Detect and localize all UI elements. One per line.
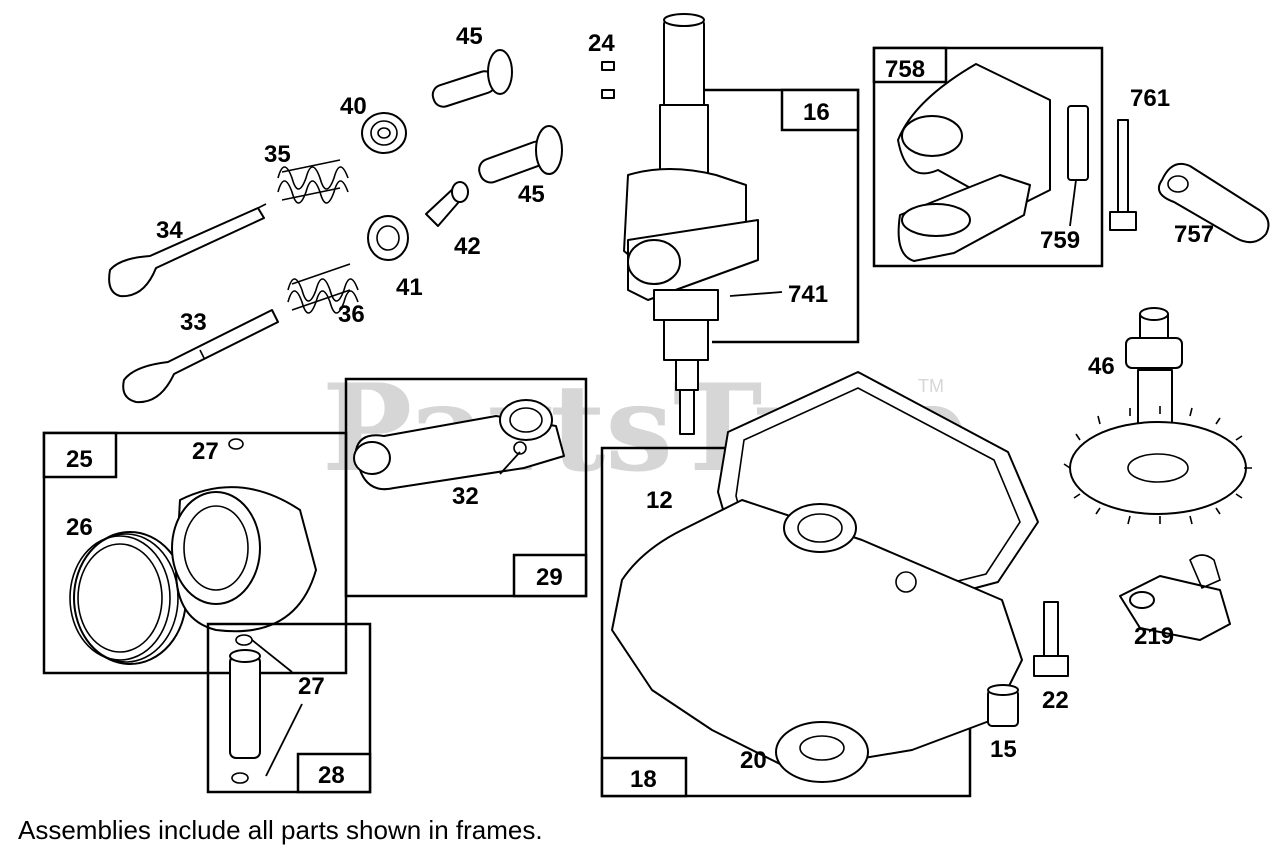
part-label-759: 759 [1040, 227, 1080, 254]
intake-valve-34 [108, 203, 267, 298]
frame-18-tag [600, 756, 688, 798]
frame-16 [700, 88, 860, 344]
part-label-36: 36 [338, 301, 365, 328]
valve-spring-36 [287, 263, 359, 314]
part-label-741: 741 [788, 281, 828, 308]
piston-rings-26 [69, 531, 187, 665]
leader-27b [265, 703, 303, 777]
part-label-761: 761 [1130, 85, 1170, 112]
part-label-27-top: 27 [192, 438, 219, 465]
part-label-35: 35 [264, 141, 291, 168]
frame-25-tag [42, 431, 118, 479]
plug-15 [987, 684, 1019, 727]
connecting-rod-757 [1158, 162, 1270, 244]
wrist-pin [229, 634, 261, 784]
valve-guide-top [431, 49, 513, 108]
part-label-45-top: 45 [456, 23, 483, 50]
part-label-40: 40 [340, 93, 367, 120]
frame-758 [872, 46, 1104, 268]
frame-29 [344, 377, 588, 598]
retainer-27-top [228, 438, 244, 450]
crankshaft [623, 13, 759, 435]
part-label-757: 757 [1174, 221, 1214, 248]
camshaft-46 [1063, 307, 1252, 525]
assembly-label-25: 25 [66, 446, 93, 473]
piston [171, 486, 317, 633]
assembly-label-29: 29 [536, 564, 563, 591]
valve-retainer-41 [367, 215, 409, 261]
part-label-219: 219 [1134, 623, 1174, 650]
leader-741 [729, 291, 783, 297]
governor-219 [1119, 554, 1231, 641]
keeper-42 [425, 181, 469, 227]
assembly-label-758: 758 [885, 56, 925, 83]
oil-seal-20 [775, 721, 869, 783]
part-label-12: 12 [646, 487, 673, 514]
dipper-759 [1067, 105, 1089, 181]
part-label-45-lower: 45 [518, 181, 545, 208]
leader-759 [1069, 179, 1077, 227]
exhaust-valve-33 [122, 309, 279, 404]
valve-retainer-40 [361, 112, 407, 154]
bolt-22 [1033, 601, 1069, 677]
connecting-rod-32 [353, 399, 565, 491]
frame-16-tag [780, 88, 860, 132]
frame-758-tag [872, 46, 948, 84]
leader-27a [251, 639, 293, 673]
part-label-33: 33 [180, 309, 207, 336]
frame-28 [206, 622, 372, 794]
assembly-label-28: 28 [318, 762, 345, 789]
part-label-15: 15 [990, 736, 1017, 763]
key-24 [601, 61, 615, 99]
part-label-41: 41 [396, 274, 423, 301]
valve-spring-35 [277, 159, 349, 204]
part-label-34: 34 [156, 217, 183, 244]
assembly-label-18: 18 [630, 766, 657, 793]
part-label-22: 22 [1042, 687, 1069, 714]
valve-guide-lower [478, 125, 563, 184]
rod-bolt-761 [1109, 119, 1137, 231]
frame-29-tag [512, 553, 588, 598]
part-label-46: 46 [1088, 353, 1115, 380]
watermark-tm: TM [918, 376, 944, 396]
footnote-caption: Assemblies include all parts shown in fr… [18, 815, 543, 845]
connecting-rod-758 [897, 63, 1051, 262]
leader-32 [499, 451, 521, 475]
sump [611, 499, 1023, 771]
part-label-24: 24 [588, 30, 615, 57]
frame-28-tag [296, 752, 372, 794]
part-label-26: 26 [66, 514, 93, 541]
part-label-20: 20 [740, 747, 767, 774]
part-label-32: 32 [452, 483, 479, 510]
part-label-42: 42 [454, 233, 481, 260]
assembly-label-16: 16 [803, 99, 830, 126]
part-label-27-pin: 27 [298, 673, 325, 700]
